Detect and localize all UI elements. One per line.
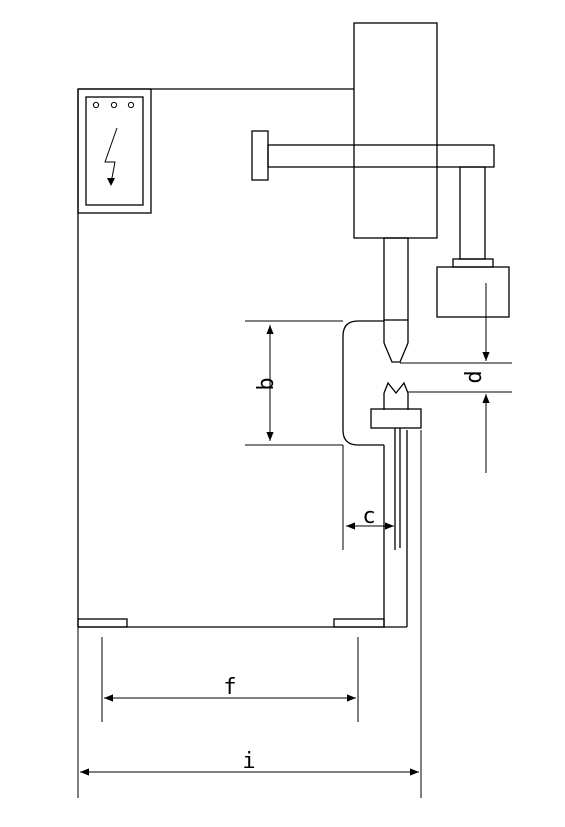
machine-feet xyxy=(77,618,385,628)
dimension-d: d xyxy=(400,283,512,473)
machine-frame xyxy=(77,88,408,628)
dimension-f: f xyxy=(101,637,359,722)
dimension-b: b xyxy=(245,320,343,446)
dimension-i: i xyxy=(77,430,422,798)
horizontal-arm xyxy=(251,130,495,181)
electrical-panel xyxy=(77,88,152,214)
upper-electrode xyxy=(383,237,409,363)
dimension-d-label: d xyxy=(462,370,487,383)
stroke-cylinder xyxy=(436,166,510,318)
high-voltage-icon xyxy=(104,127,118,186)
dimension-f-label: f xyxy=(223,675,236,700)
dimension-c: c xyxy=(342,445,394,550)
dimension-i-label: i xyxy=(242,749,255,774)
lower-electrode xyxy=(370,381,422,550)
dimension-b-label: b xyxy=(254,377,279,390)
upper-cylinder xyxy=(353,22,438,239)
dimension-c-label: c xyxy=(362,504,375,529)
